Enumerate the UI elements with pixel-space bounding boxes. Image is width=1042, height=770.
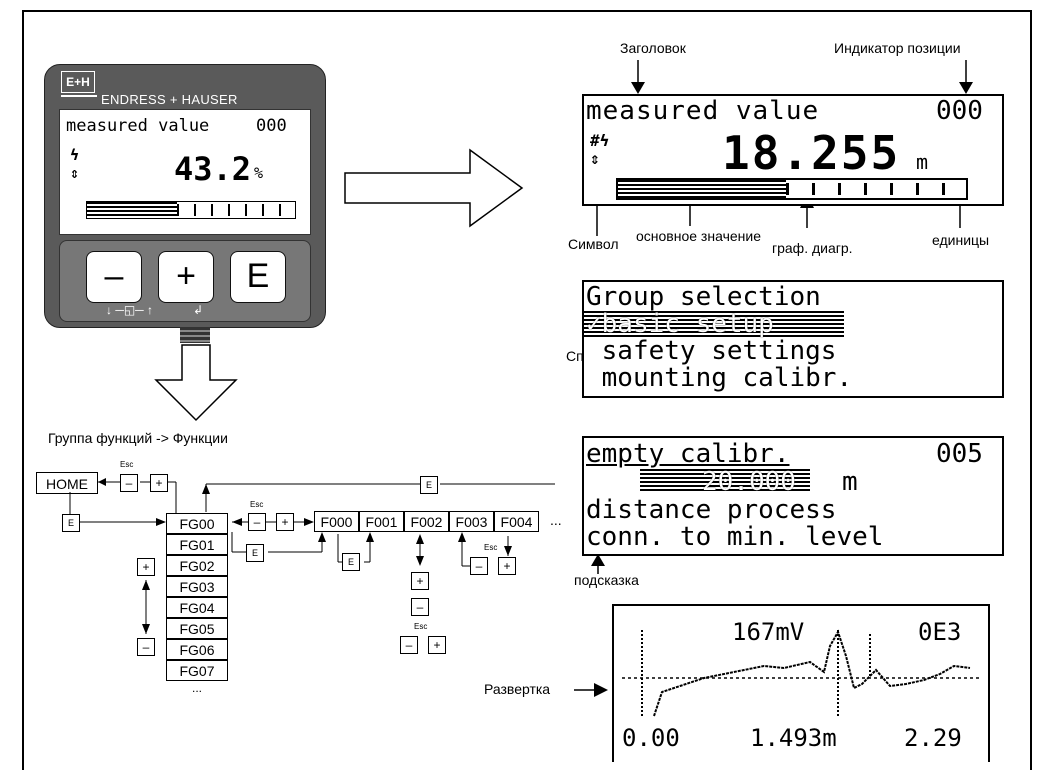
fg-minus-button[interactable]: –	[248, 513, 266, 531]
function-hint-line1: distance process	[586, 495, 837, 525]
title-callout: Заголовок	[620, 40, 686, 56]
function-unit: m	[842, 467, 858, 497]
envelope-callout: Развертка	[484, 681, 551, 697]
device-connector	[180, 327, 210, 343]
main-display-title: measured value	[586, 96, 820, 126]
keypad: – + E ↓ ─◱─ ↑ ↲	[59, 240, 311, 322]
home-e-button[interactable]: E	[62, 514, 80, 532]
function-value[interactable]: 20.000	[702, 467, 796, 497]
group-plus-button[interactable]: +	[137, 558, 155, 576]
f002-esc-plus-button[interactable]: +	[428, 636, 446, 654]
function-more: ...	[550, 512, 562, 528]
item-safety-settings[interactable]: safety settings	[586, 336, 837, 366]
lcd-bargraph-ticks	[177, 204, 295, 216]
function-item[interactable]: F002	[404, 511, 449, 532]
home-plus-button[interactable]: +	[150, 474, 168, 492]
envelope-display: 167mV 0E3 0.00 1.493m 2.29	[612, 604, 990, 762]
fg-more: ...	[191, 681, 202, 695]
f002-minus-button[interactable]: –	[411, 598, 429, 616]
return-e-button[interactable]: E	[420, 476, 438, 494]
figure-frame	[22, 10, 1032, 770]
main-display-bargraph	[616, 178, 968, 200]
home-minus-button[interactable]: –	[120, 474, 138, 492]
home-box[interactable]: HOME	[36, 472, 98, 494]
function-group-list: FG00 FG01 FG02 FG03 FG04 FG05 FG06 FG07 …	[166, 513, 228, 695]
key-symbols: ↓ ─◱─ ↑ ↲	[106, 303, 204, 317]
fg-plus-button[interactable]: +	[276, 513, 294, 531]
device-front-panel: E+H ENDRESS + HAUSER measured value 000 …	[44, 64, 326, 328]
main-display-position: 000	[936, 96, 983, 126]
esc-label: Esc	[414, 622, 428, 631]
item-mounting-calibr[interactable]: mounting calibr.	[586, 363, 853, 393]
lcd-bargraph	[86, 201, 296, 219]
fg-item[interactable]: FG05	[166, 618, 228, 639]
bargraph-fill	[618, 180, 786, 198]
lcd-unit: %	[254, 164, 264, 182]
lcd-bargraph-fill	[87, 202, 177, 218]
device-lcd: measured value 000 ϟ⇕ 43.2 %	[59, 109, 311, 235]
envelope-signal-level: 167mV	[732, 618, 805, 646]
lcd-position: 000	[256, 116, 287, 136]
f003-plus-button[interactable]: +	[498, 557, 516, 575]
brand-name: ENDRESS + HAUSER	[101, 92, 238, 107]
function-item[interactable]: F004	[494, 511, 539, 532]
envelope-x-min: 0.00	[622, 724, 680, 752]
envelope-code: 0E3	[918, 618, 962, 646]
fg-item[interactable]: FG07	[166, 660, 228, 681]
bargraph-ticks	[786, 183, 966, 195]
group-minus-button[interactable]: –	[137, 638, 155, 656]
main-value-callout: основное значение	[636, 228, 761, 244]
bargraph-callout: граф. диагр.	[772, 240, 853, 256]
esc-label: Esc	[250, 500, 264, 509]
fg-e-button[interactable]: E	[246, 544, 264, 562]
selection-highlight	[584, 311, 844, 337]
main-display-symbol: #ϟ⇕	[590, 131, 610, 168]
fg-item[interactable]: FG04	[166, 597, 228, 618]
enter-key[interactable]: E	[230, 251, 286, 303]
symbol-callout: Символ	[568, 236, 619, 252]
hint-callout: подсказка	[574, 572, 639, 588]
fg-item[interactable]: FG01	[166, 534, 228, 555]
f002-esc-minus-button[interactable]: –	[400, 636, 418, 654]
menu-structure-title: Группа функций -> Функции	[48, 430, 228, 446]
function-hint-line2: conn. to min. level	[586, 522, 884, 552]
envelope-x-max: 2.29	[904, 724, 962, 752]
main-display: measured value 000 #ϟ⇕ 18.255 m	[582, 94, 1004, 206]
brand-logo: E+H	[61, 71, 95, 93]
minus-key[interactable]: –	[86, 251, 142, 303]
envelope-x-mid: 1.493m	[750, 724, 837, 752]
f000-e-button[interactable]: E	[342, 553, 360, 571]
function-list: F000 F001 F002 F003 F004	[314, 511, 539, 532]
units-callout: единицы	[932, 232, 990, 248]
value-highlight	[640, 469, 810, 493]
fg-item[interactable]: FG03	[166, 576, 228, 597]
fg-item[interactable]: FG00	[166, 513, 228, 534]
lcd-value: 43.2	[174, 150, 252, 188]
fg-item[interactable]: FG02	[166, 555, 228, 576]
function-position: 005	[936, 439, 983, 469]
esc-label: Esc	[120, 460, 134, 469]
function-item[interactable]: F003	[449, 511, 494, 532]
plus-key[interactable]: +	[158, 251, 214, 303]
f003-minus-button[interactable]: –	[470, 557, 488, 575]
selected-item-basic-setup[interactable]: ✓basic setup	[586, 309, 774, 339]
envelope-curve	[622, 629, 982, 717]
selection-display: Group selection ✓basic setup safety sett…	[582, 280, 1004, 398]
function-item[interactable]: F000	[314, 511, 359, 532]
f002-plus-button[interactable]: +	[411, 572, 429, 590]
lcd-symbol: ϟ⇕	[70, 146, 80, 182]
esc-label: Esc	[484, 543, 498, 552]
position-indicator-callout: Индикатор позиции	[834, 40, 961, 56]
lcd-title: measured value	[66, 116, 210, 136]
main-display-unit: m	[916, 150, 929, 174]
fg-item[interactable]: FG06	[166, 639, 228, 660]
logo-underline	[61, 95, 97, 97]
function-title: empty calibr.	[586, 439, 790, 469]
function-display: empty calibr. 005 20.000 m distance proc…	[582, 436, 1004, 556]
selection-heading: Group selection	[586, 282, 821, 312]
function-item[interactable]: F001	[359, 511, 404, 532]
main-display-value: 18.255	[722, 126, 901, 180]
